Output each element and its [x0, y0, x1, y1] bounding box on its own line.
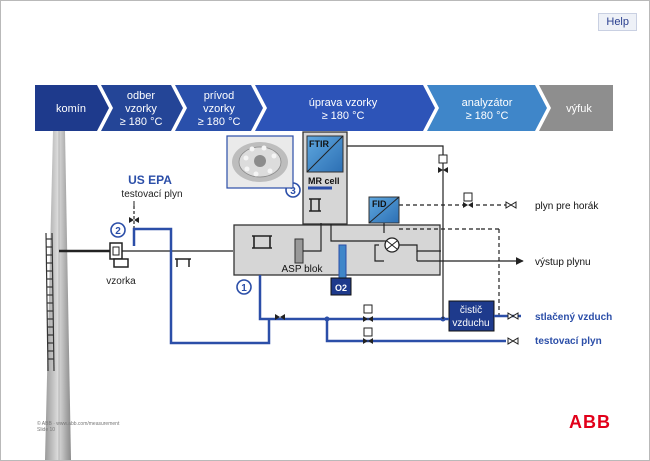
fid-label: FID	[372, 199, 387, 209]
asp-block	[233, 224, 441, 276]
test-gas-valve-epa	[129, 217, 139, 223]
asp-filter	[294, 238, 304, 264]
asp-block-label: ASP blok	[282, 264, 324, 275]
solenoid-valve-2	[363, 327, 373, 344]
svg-text:2: 2	[115, 226, 121, 237]
marker-2: 2	[110, 222, 126, 238]
sample-probe-heater	[113, 258, 129, 268]
step-label-chimney: komín	[56, 103, 86, 115]
o2-sensor-tube	[338, 244, 347, 280]
o2-label: O2	[335, 283, 347, 293]
asp-heater-symbol	[252, 235, 272, 249]
air-cleaner	[448, 300, 495, 332]
gas-outlet-label: výstup plynu	[535, 257, 591, 268]
step-label-conditioning-1: úprava vzorky	[309, 97, 378, 109]
sample-cell-photo	[226, 135, 294, 189]
burner-gas-valve-2	[505, 201, 517, 209]
three-way-valve	[275, 314, 285, 320]
step-label-sampling-1: odber	[127, 90, 155, 102]
air-cleaner-label-1: čistič	[460, 305, 482, 316]
burner-gas-valve-1	[463, 202, 473, 208]
footer-copyright: © ABB · www.abb.com/measurement	[37, 421, 120, 427]
top-regulator-valve	[438, 167, 448, 173]
abb-logo: ABB	[569, 412, 611, 432]
mr-cell-label: MR cell	[308, 176, 340, 186]
step-arrow-exhaust	[539, 85, 613, 131]
mr-cell-symbol	[309, 198, 321, 212]
step-arrow-analyzer	[427, 85, 547, 131]
step-label-analyzer-1: analyzátor	[462, 97, 513, 109]
burner-gas-label: plyn pre horák	[535, 201, 599, 212]
footer: © ABB · www.abb.com/measurement Slide 10	[37, 421, 119, 433]
air-cleaner-label-2: vzduchu	[452, 318, 489, 329]
sample-label: vzorka	[106, 276, 136, 287]
footer-slide-number: Slide 10	[37, 427, 56, 433]
heated-line-symbol	[175, 258, 191, 267]
help-button[interactable]: Help	[598, 13, 637, 31]
ftir-exhaust-line	[347, 145, 444, 286]
asp-internal-flow	[303, 223, 322, 252]
test-gas-label: testovací plyn	[535, 336, 602, 347]
svg-text:1: 1	[241, 283, 247, 294]
step-label-exhaust: výfuk	[566, 103, 592, 115]
test-gas-epa-label: testovací plyn	[121, 189, 182, 200]
heated-main-blue-line	[258, 275, 449, 321]
step-arrow-conditioning	[255, 85, 435, 131]
compressed-air-valve	[507, 312, 519, 320]
step-arrow-transport	[175, 85, 263, 131]
test-gas-valve	[507, 337, 519, 345]
solenoid-valve-1	[363, 304, 373, 322]
step-arrow-chimney	[35, 85, 109, 131]
ejector-symbol	[384, 237, 400, 253]
marker-1: 1	[236, 279, 252, 295]
ftir-label: FTIR	[309, 139, 329, 149]
step-arrow-sampling	[101, 85, 183, 131]
chimney	[45, 131, 71, 460]
step-label-analyzer-2: ≥ 180 °C	[466, 110, 509, 122]
step-label-transport-2: vzorky	[203, 103, 235, 115]
us-epa-label: US EPA	[128, 173, 172, 187]
step-label-transport-1: prívod	[204, 90, 235, 102]
chimney-ladder	[45, 232, 55, 372]
step-label-conditioning-2: ≥ 180 °C	[322, 110, 365, 122]
svg-text:3: 3	[290, 186, 296, 197]
heated-return-line	[132, 227, 271, 345]
step-label-sampling-2: vzorky	[125, 103, 157, 115]
step-label-sampling-3: ≥ 180 °C	[120, 116, 163, 128]
compressed-air-label: stlačený vzduch	[535, 312, 612, 323]
step-label-transport-3: ≥ 180 °C	[198, 116, 241, 128]
o2-sensor	[330, 277, 352, 296]
